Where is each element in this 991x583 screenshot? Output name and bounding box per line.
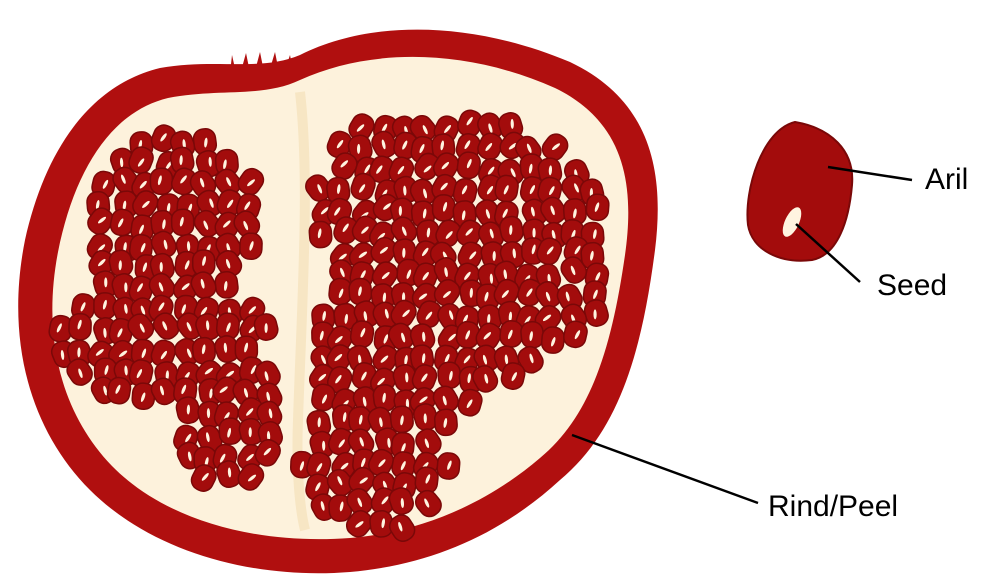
aril [437, 361, 461, 389]
single-aril [747, 122, 852, 261]
pomegranate-cross-section [18, 30, 658, 574]
rind-peel-label: Rind/Peel [768, 490, 898, 523]
aril-body [747, 122, 852, 261]
aril-label: Aril [925, 163, 968, 196]
seed-label: Seed [877, 269, 947, 302]
rind-leader-line [572, 435, 758, 503]
aril [150, 168, 172, 194]
